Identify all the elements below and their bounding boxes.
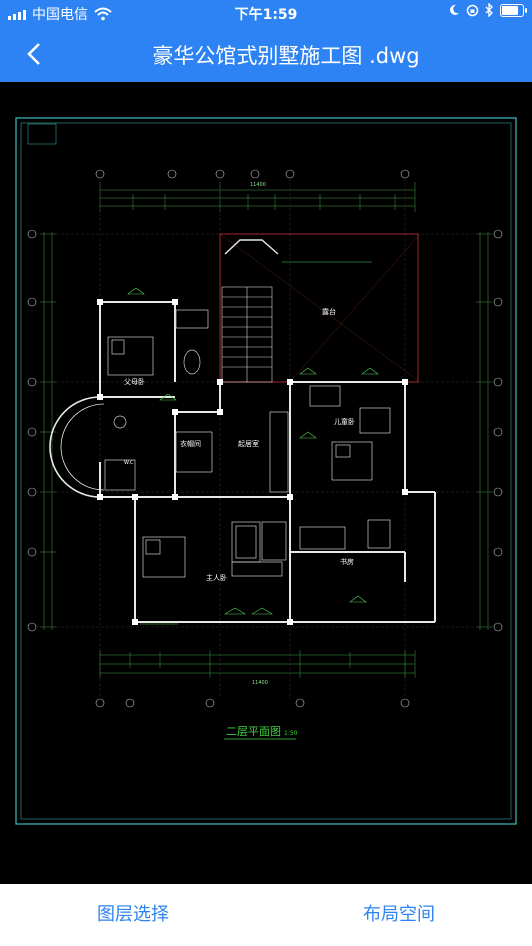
level-markers bbox=[127, 261, 379, 625]
room-label-master-bedroom: 主人卧 bbox=[206, 573, 227, 582]
bottom-dimensions bbox=[99, 650, 416, 678]
bay-curve-outer bbox=[49, 396, 101, 498]
room-label-study: 书房 bbox=[340, 557, 354, 566]
layout-space-button[interactable]: 布局空间 bbox=[363, 904, 435, 925]
layer-select-button[interactable]: 图层选择 bbox=[97, 904, 169, 925]
walls bbox=[99, 301, 436, 623]
signal-icon bbox=[8, 8, 26, 20]
room-label-living: 起居室 bbox=[238, 439, 259, 448]
room-label-parents-bedroom: 父母卧 bbox=[124, 378, 145, 386]
room-label-wardrobe: 衣帽间 bbox=[180, 439, 201, 448]
bay-curve-inner bbox=[60, 403, 105, 491]
status-right bbox=[448, 3, 527, 17]
page-title: 豪华公馆式别墅施工图 .dwg bbox=[152, 44, 420, 68]
top-dimensions bbox=[99, 182, 416, 212]
status-bar: 中国电信 下午1:59 bbox=[0, 0, 532, 26]
drawing-title: 二层平面图 bbox=[226, 725, 281, 738]
drawing-frame bbox=[15, 117, 517, 825]
bottom-toolbar: 图层选择 布局空间 bbox=[0, 884, 532, 946]
rotation-lock-icon bbox=[466, 4, 479, 16]
floor-plan-drawing[interactable]: 11400 bbox=[0, 82, 532, 884]
grid-axes bbox=[36, 178, 494, 699]
moon-icon bbox=[450, 4, 459, 15]
upper-bay bbox=[224, 239, 279, 255]
staircase bbox=[221, 286, 273, 383]
status-left: 中国电信 bbox=[8, 4, 112, 24]
grid-bubbles-top bbox=[27, 169, 503, 708]
room-label-terrace: 露台 bbox=[322, 307, 336, 316]
title-stamp bbox=[27, 123, 57, 145]
room-label-children-bedroom: 儿童卧 bbox=[334, 417, 355, 426]
drawing-scale: 1:50 bbox=[284, 730, 298, 737]
drawing-canvas[interactable]: 11400 bbox=[0, 82, 532, 884]
columns bbox=[97, 299, 408, 625]
back-button[interactable] bbox=[16, 36, 52, 72]
battery-icon bbox=[500, 3, 527, 17]
room-label-wc: W.C bbox=[124, 460, 134, 466]
bluetooth-icon bbox=[485, 3, 493, 17]
chevron-left-icon bbox=[27, 43, 40, 65]
wifi-icon bbox=[94, 7, 112, 21]
navigation-bar: 豪华公馆式别墅施工图 .dwg bbox=[0, 26, 532, 82]
drawing-inner-frame bbox=[20, 122, 512, 820]
dim-top-total: 11400 bbox=[250, 182, 266, 188]
carrier-label: 中国电信 bbox=[32, 7, 88, 23]
status-time: 下午1:59 bbox=[234, 7, 298, 23]
side-dimensions bbox=[40, 232, 492, 630]
dim-bottom-total: 11400 bbox=[252, 680, 268, 686]
furniture bbox=[104, 309, 391, 578]
